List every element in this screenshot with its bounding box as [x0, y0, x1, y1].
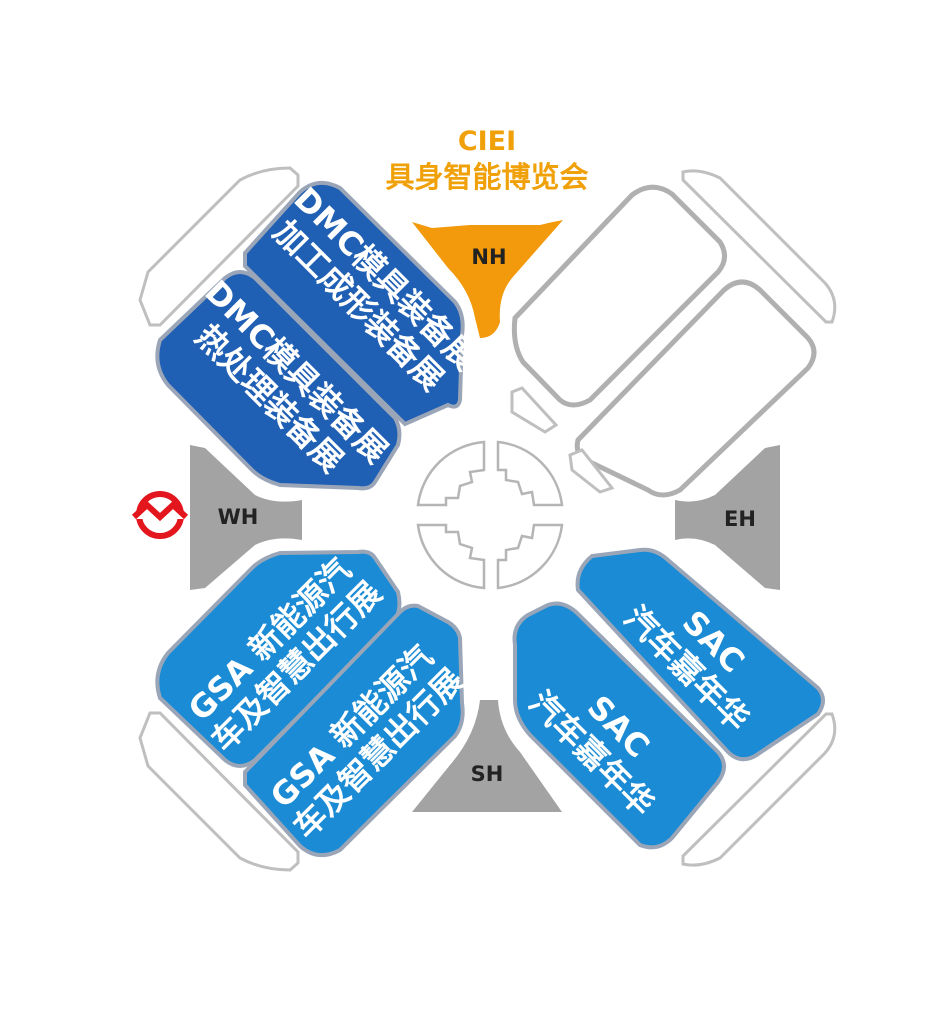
lobby-west[interactable]: WH: [190, 445, 302, 590]
se-outer-shell: [681, 712, 837, 867]
hall-sw-outer-shape: [243, 603, 465, 858]
lobby-east-label: EH: [724, 507, 756, 531]
title-line-2: 具身智能博览会: [385, 160, 588, 194]
hall-nw-outer-shape: [243, 180, 465, 427]
hall-se-outer-shape: [575, 547, 825, 762]
plaza-segment-sw: [416, 523, 486, 590]
ne-hall-outer[interactable]: [511, 184, 727, 408]
lobby-south[interactable]: SH: [412, 700, 562, 812]
lobby-north-shape: [412, 220, 563, 338]
hall-se-inner-shape: [512, 601, 726, 850]
lobby-north-label: NH: [471, 245, 506, 269]
plaza-segment-se: [496, 523, 564, 590]
plaza-segment-nw: [416, 440, 486, 507]
sw-outer-shell: [138, 711, 300, 872]
plaza-segment-ne: [496, 440, 564, 507]
nw-outer-shell: [138, 166, 300, 327]
central-plaza: [416, 440, 564, 590]
lobby-south-shape: [412, 700, 562, 812]
title-line-1: CIEI: [458, 126, 516, 157]
lobby-west-shape: [190, 445, 302, 590]
hall-nw-inner-shape: [155, 270, 402, 491]
lobby-east[interactable]: EH: [675, 445, 780, 590]
hall-sw-inner[interactable]: GSA 新能源汽 车及智慧出行展: [155, 547, 402, 768]
lobby-north[interactable]: NH: [412, 220, 563, 338]
metro-logo-icon: [131, 491, 189, 539]
lobby-south-label: SH: [471, 762, 504, 786]
lobby-east-shape: [675, 445, 780, 590]
ne-outer-shell: [681, 169, 837, 324]
lobby-west-label: WH: [218, 505, 259, 529]
ne-annex-2: [568, 448, 615, 494]
ne-annex-1: [510, 386, 559, 434]
